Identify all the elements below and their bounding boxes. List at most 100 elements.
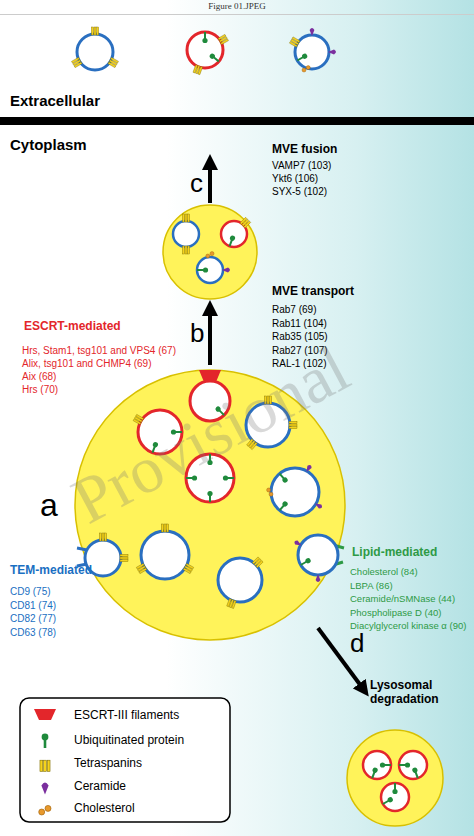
legend-box-part — [40, 760, 50, 771]
factor-item: Rab7 (69) — [272, 304, 316, 316]
small-mve-part — [197, 257, 223, 283]
exosome-part — [289, 37, 300, 47]
mve-part — [298, 535, 338, 575]
lysosome-part — [392, 783, 397, 794]
factor-item: VAMP7 (103) — [272, 160, 331, 172]
legend-text: Tetraspanins — [74, 756, 142, 770]
mve-part — [161, 524, 168, 532]
step-letter: d — [350, 628, 364, 659]
mve-part — [227, 599, 237, 609]
legend-text: ESCRT-III filaments — [74, 708, 179, 722]
lysosome-part — [363, 751, 391, 779]
factor-item: CD9 (75) — [10, 586, 51, 598]
mve-part — [304, 464, 312, 473]
mve-part — [141, 531, 189, 579]
step-heading: MVE transport — [272, 284, 354, 298]
lysosome-part — [399, 751, 427, 779]
factor-item: CD82 (77) — [10, 613, 56, 625]
legend-text: Ceramide — [74, 779, 126, 793]
lysosome-part — [370, 767, 379, 779]
plasma-membrane-part — [0, 14, 474, 15]
mve-part — [183, 563, 194, 573]
mve-part — [252, 557, 263, 568]
exosome — [72, 27, 336, 75]
region-label: Cytoplasm — [10, 136, 87, 154]
mve-part — [278, 500, 289, 512]
factor-item: Ykt6 (106) — [272, 173, 318, 185]
lysosome-part — [382, 796, 394, 806]
small-mve — [163, 205, 257, 299]
legend-text: Ubiquitinated protein — [74, 733, 184, 747]
factor-item: Phospholipase D (40) — [350, 607, 441, 618]
factor-item: Ceramide/nSMNase (44) — [350, 593, 455, 604]
small-mve-part — [240, 217, 251, 228]
plasma-membrane-part — [0, 117, 474, 125]
small-mve-part — [163, 205, 257, 299]
process-arrow-part — [208, 162, 212, 203]
legend-box-part — [42, 734, 49, 748]
exosome-part — [193, 65, 203, 75]
exosome-part — [209, 52, 221, 63]
exosome-part — [295, 35, 329, 69]
step-letter: a — [40, 486, 58, 524]
process-arrow-part — [318, 628, 364, 690]
exosome-part — [202, 32, 207, 43]
factor-item: Alix, tsg101 and CHMP4 (69) — [22, 358, 152, 370]
exosome-part — [91, 27, 98, 35]
step-letter: b — [190, 318, 204, 349]
mve-part — [316, 574, 321, 582]
small-mve-part — [182, 246, 189, 254]
step-heading: Lysosomal degradation — [370, 678, 450, 707]
factor-item: LBPA (86) — [350, 580, 393, 591]
exosome-part — [108, 57, 119, 67]
mve-part — [120, 554, 128, 561]
figure-title: Figure 01.JPEG — [208, 1, 266, 12]
exosome-part — [310, 28, 315, 36]
factor-item: Diacylglycerol kinase α (90) — [350, 620, 466, 631]
mve-part — [278, 472, 289, 484]
mve-part — [133, 414, 144, 424]
plasma-membrane — [0, 14, 474, 125]
factor-item: Hrs, Stam1, tsg101 and VPS4 (67) — [22, 345, 176, 357]
lysosome-part — [347, 730, 443, 826]
factor-item: Hrs (70) — [22, 384, 58, 396]
factor-item: Rab11 (104) — [272, 318, 327, 330]
legend-box-part — [20, 698, 230, 822]
lysosome-part — [380, 762, 391, 767]
small-mve-part — [173, 221, 199, 247]
exosome-part — [328, 50, 336, 55]
legend-box-part — [34, 709, 56, 720]
legend-box-part — [41, 783, 48, 795]
lysosome — [347, 730, 443, 826]
small-mve-part — [197, 267, 208, 272]
factor-item: SYX-5 (102) — [272, 186, 327, 198]
mve-part — [223, 475, 234, 480]
factor-item: Cholesterol (84) — [350, 566, 418, 577]
factor-item: CD81 (74) — [10, 600, 56, 612]
exosome-part — [72, 57, 83, 67]
mve-part — [207, 491, 212, 502]
mve-part — [314, 501, 323, 509]
factor-item: CD63 (78) — [10, 627, 56, 639]
lysosome-part — [412, 767, 421, 779]
pathway-heading: TEM-mediated — [10, 563, 92, 577]
pathway-heading: Lipid-mediated — [352, 545, 437, 559]
lysosome-part — [399, 762, 410, 767]
mve-part — [299, 557, 311, 567]
step-heading: MVE fusion — [272, 142, 337, 156]
mve-part — [271, 468, 319, 516]
mve-part — [293, 539, 302, 547]
exosome-part — [77, 34, 113, 70]
exosome-part — [296, 53, 308, 63]
process-arrow-part — [208, 308, 212, 365]
exosome-part — [187, 32, 223, 68]
legend-box-part — [39, 805, 51, 815]
step-letter: c — [190, 168, 203, 199]
legend-text: Cholesterol — [74, 801, 135, 815]
small-mve-part — [206, 252, 214, 258]
exosome-part — [218, 34, 229, 44]
small-mve-part — [222, 268, 230, 273]
mve-part — [267, 488, 273, 496]
pathway-heading: ESCRT-mediated — [24, 319, 121, 333]
